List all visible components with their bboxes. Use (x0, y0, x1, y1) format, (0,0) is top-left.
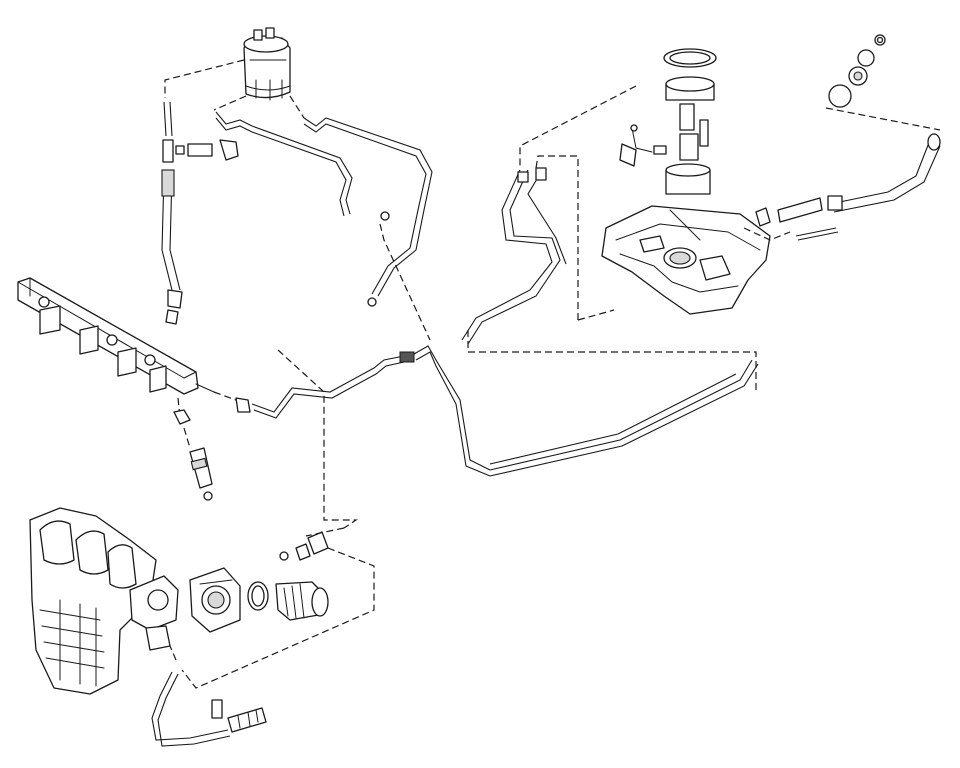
purge-leader-line (181, 547, 375, 689)
filler-leader-line (743, 227, 791, 241)
purge-line (215, 111, 433, 341)
canister-leader-line (289, 95, 305, 119)
purge-leader-line (169, 645, 177, 661)
fuel-rail (17, 277, 215, 395)
purge-leader-line (305, 527, 345, 537)
charcoal-canister (243, 27, 291, 101)
tank-leader-line (535, 155, 579, 320)
tank-leader-line (577, 309, 615, 321)
tank-leader-line (467, 330, 757, 392)
pump-leader-line (519, 85, 637, 168)
fuel-supply-line (235, 345, 759, 477)
intake-manifold (29, 507, 179, 695)
fuel-tank (601, 205, 771, 315)
filler-neck (755, 34, 941, 241)
intake-duct (247, 581, 329, 621)
purge-leader-line (277, 349, 358, 529)
rail-leader-line (213, 391, 237, 401)
canister-leader-line (213, 95, 247, 111)
fuel-pump-module (619, 48, 717, 195)
vapor-hose (161, 101, 239, 325)
canister-leader-line (164, 59, 245, 98)
filler-leader-line (825, 107, 941, 131)
fuel-supply-line (461, 167, 567, 345)
purge-line (151, 671, 267, 747)
vapor-hose (279, 531, 329, 561)
throttle-body (189, 567, 241, 633)
fuel-injector (173, 409, 213, 501)
